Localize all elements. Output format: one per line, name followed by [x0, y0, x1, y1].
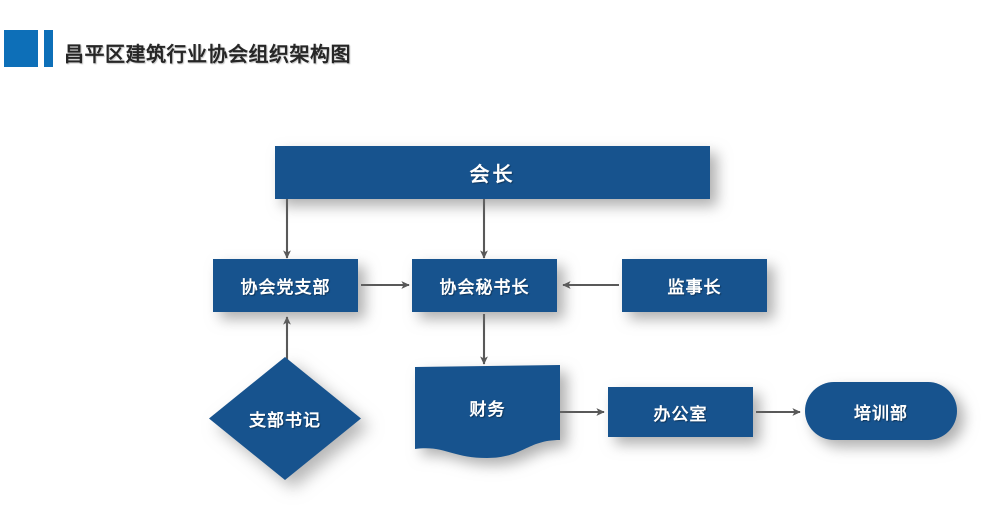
org-chart-canvas: 会长 协会党支部 协会秘书长 监事长 支部书记 财务 办公室 培训部 — [0, 92, 1006, 510]
node-secretary-label: 协会秘书长 — [439, 278, 530, 298]
node-branch-secretary[interactable]: 支部书记 — [209, 357, 361, 480]
node-office-label: 办公室 — [653, 404, 708, 425]
node-training-label: 培训部 — [854, 403, 908, 424]
node-training[interactable]: 培训部 — [805, 382, 957, 440]
page-title: 昌平区建筑行业协会组织架构图 — [64, 42, 351, 66]
header-accent-bar-thin — [44, 30, 53, 67]
node-office[interactable]: 办公室 — [608, 387, 753, 437]
node-supervisor-label: 监事长 — [667, 278, 722, 298]
node-party-branch[interactable]: 协会党支部 — [213, 259, 358, 312]
node-finance-label: 财务 — [469, 400, 506, 420]
node-finance[interactable]: 财务 — [415, 365, 560, 458]
node-supervisor[interactable]: 监事长 — [622, 259, 767, 312]
node-branch-secretary-label: 支部书记 — [249, 411, 321, 431]
node-chairman[interactable]: 会长 — [275, 146, 710, 199]
node-chairman-label: 会长 — [469, 162, 516, 186]
document-shape — [415, 365, 560, 458]
header-accent-bar-wide — [4, 30, 38, 67]
page-header: 昌平区建筑行业协会组织架构图 — [0, 0, 1006, 92]
node-party-branch-label: 协会党支部 — [240, 278, 331, 298]
node-secretary[interactable]: 协会秘书长 — [412, 259, 557, 312]
